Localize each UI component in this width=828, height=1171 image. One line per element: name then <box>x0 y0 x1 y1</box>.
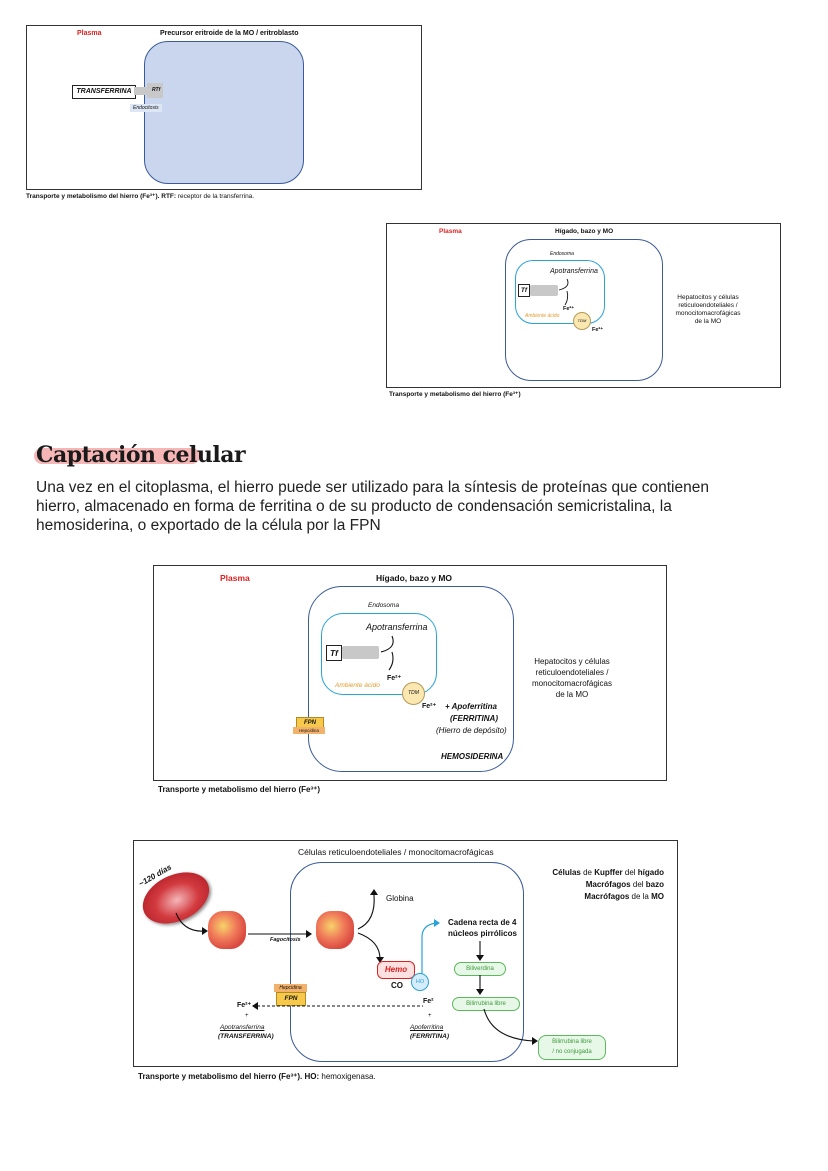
tf-box: Tf <box>518 284 530 297</box>
tdm-circle: TDM <box>402 682 425 705</box>
endocitosis-label: Endocitosis <box>130 104 162 112</box>
hemoglobin-icon <box>208 911 246 949</box>
figure-title: Células reticuloendoteliales / monocitom… <box>298 847 494 857</box>
fe-label: Fe²⁺ <box>387 675 402 682</box>
release-arrow <box>380 635 394 671</box>
fagocitosis-arrow <box>248 930 312 938</box>
ho-arrow <box>421 919 440 981</box>
cell-outline <box>308 586 514 772</box>
deposito-label: (Hierro de depósito) <box>436 726 507 735</box>
hemoglobin-icon <box>316 911 354 949</box>
figure-title: Hígado, bazo y MO <box>376 573 453 583</box>
endosome-outline <box>515 260 605 324</box>
fe-left-label: Fe²⁺ <box>237 1002 252 1009</box>
ferritina-label: (FERRITINA) <box>410 1033 449 1040</box>
plus-right: + <box>428 1013 432 1019</box>
figure-1: Plasma Precursor eritroide de la MO / er… <box>26 25 422 190</box>
bilirrubina-nc-box: Bilirrubina libre/ no conjugada <box>538 1035 606 1060</box>
figure-title: Precursor eritroide de la MO / eritrobla… <box>160 30 299 37</box>
split-arrows <box>357 889 384 963</box>
receptor-head <box>147 83 163 98</box>
co-label: CO <box>391 981 403 990</box>
transferrina-label: (TRANSFERRINA) <box>218 1033 274 1040</box>
bilirrubina-libre-box: Bilirrubina libre <box>452 997 520 1011</box>
hepcidina-box: Hepcidina <box>293 727 325 734</box>
rtf-label: RTf <box>152 87 161 93</box>
cell-outline <box>290 862 524 1062</box>
endosoma-label: Endosoma <box>368 602 400 609</box>
receptor-shape <box>134 87 152 95</box>
fe-out-label: Fe²⁺ <box>422 703 437 710</box>
figure-1-caption: Transporte y metabolismo del hierro (Fe³… <box>26 193 255 200</box>
transferrina-box: TRANSFERRINA <box>72 85 136 99</box>
receptor-shape <box>530 285 558 296</box>
arrow-biliverdina <box>476 941 484 961</box>
endosome-outline <box>321 613 437 695</box>
plus-left: + <box>245 1013 249 1019</box>
globina-label: Globina <box>386 894 414 903</box>
figure-3-caption: Transporte y metabolismo del hierro (Fe³… <box>158 785 321 794</box>
plasma-label: Plasma <box>77 30 102 37</box>
fe-right-label: Fe² <box>423 998 434 1005</box>
fe-out-label: Fe²⁺ <box>592 327 604 333</box>
tf-box: Tf <box>326 645 342 661</box>
release-arrow <box>558 278 569 306</box>
arrow-to-nc <box>483 1008 538 1045</box>
figure-2-caption: Transporte y metabolismo del hierro (Fe³… <box>389 391 521 398</box>
apoferritina-label: + Apoferritina <box>445 702 497 711</box>
figure-2: Plasma Hígado, bazo y MO Endosoma Apotra… <box>386 223 781 388</box>
tdm-circle: TDM <box>573 312 591 330</box>
arrow-bilirrubina <box>476 975 484 995</box>
plasma-label: Plasma <box>220 573 250 583</box>
plasma-label: Plasma <box>439 228 462 235</box>
apotransferrina-label: Apotransferrina <box>550 268 598 275</box>
hemosiderina-label: HEMOSIDERINA <box>441 752 504 761</box>
title-highlight <box>34 448 200 464</box>
cell-outline <box>505 239 663 381</box>
figure-title: Hígado, bazo y MO <box>555 228 614 235</box>
side-text: Células de Kupffer del hígado Macrófagos… <box>552 868 664 901</box>
section-body: Una vez en el citoplasma, el hierro pued… <box>36 479 709 534</box>
biliverdina-box: Biliverdina <box>454 962 506 976</box>
export-arrow <box>252 1002 423 1010</box>
figure-4: Células reticuloendoteliales / monocitom… <box>133 840 678 1067</box>
ferritina-label: (FERRITINA) <box>450 714 498 723</box>
hepcidina-box: Hepcidina <box>274 984 307 992</box>
fpn-box: FPN <box>276 992 306 1006</box>
apotransferrina-label: Apotransferrina <box>220 1024 265 1031</box>
section-title: Captación celular <box>36 442 246 468</box>
apoferritina-label: Apoferritina <box>410 1024 444 1031</box>
figure-3: Plasma Hígado, bazo y MO Endosoma Apotra… <box>153 565 667 781</box>
hemo-box: Hemo <box>377 961 415 979</box>
fagocitosis-label: Fagocitosis <box>270 937 301 943</box>
endosoma-label: Endosoma <box>550 251 574 257</box>
ambiente-label: Ambiente ácido <box>525 313 560 319</box>
ho-circle: HO <box>411 973 429 991</box>
cell-body <box>144 41 304 184</box>
receptor-shape <box>342 646 379 659</box>
figure-4-caption: Transporte y metabolismo del hierro (Fe³… <box>138 1072 376 1081</box>
fe-label: Fe²⁺ <box>563 306 575 312</box>
arrow-to-cluster <box>175 912 208 935</box>
apotransferrina-label: Apotransferrina <box>366 622 428 632</box>
ambiente-label: Ambiente ácido <box>335 682 380 689</box>
